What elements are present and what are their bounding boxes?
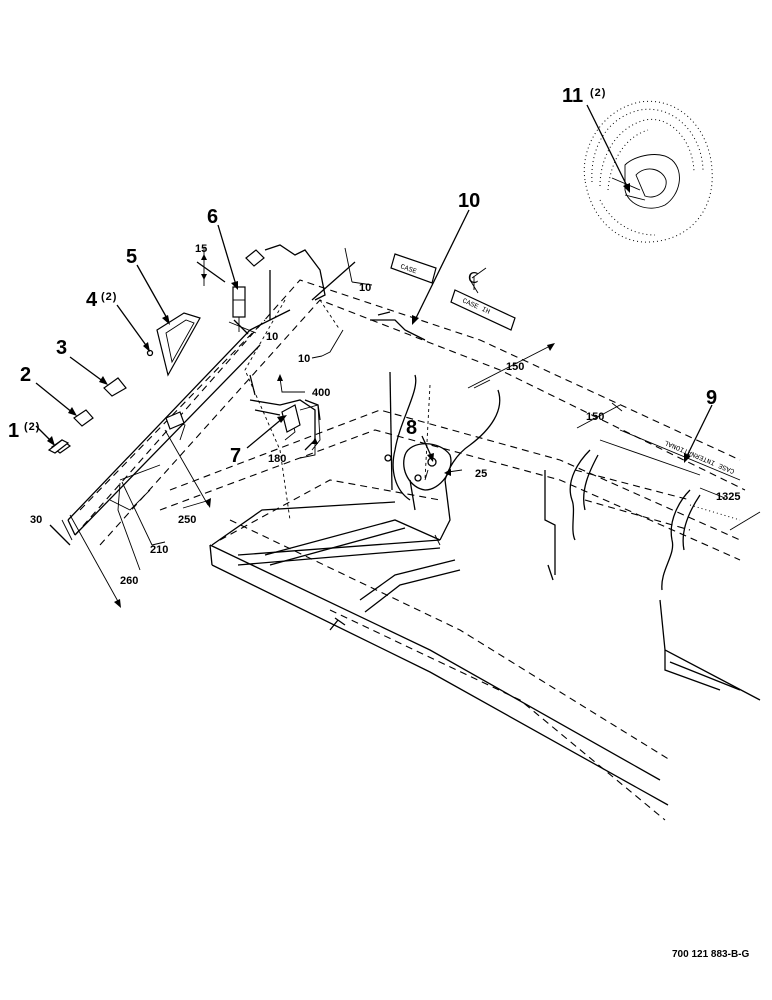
smv-sign (156, 312, 201, 377)
decal-3 (103, 377, 127, 397)
bracket-7 (281, 404, 301, 433)
callout-6: 6 (207, 206, 218, 228)
callout-8: 8 (406, 417, 417, 439)
dim-210: 210 (150, 544, 168, 556)
dimension-lines (49, 247, 761, 608)
callout-3: 3 (56, 337, 67, 359)
centerline-symbol: C (468, 269, 478, 287)
dim-250: 250 (178, 514, 196, 526)
frame-decal-text: CASE INTERNATIONAL (663, 438, 736, 475)
dim-260: 260 (120, 575, 138, 587)
dim-10-mid: 10 (298, 353, 310, 365)
callout-4: 4 (86, 289, 98, 311)
callout-4-qty: (2) (101, 291, 117, 303)
callout-10: 10 (458, 190, 480, 212)
callout-7: 7 (230, 445, 241, 467)
callout-2: 2 (20, 364, 31, 386)
tire-wheel (583, 100, 713, 243)
reflector-4 (146, 349, 154, 357)
callout-labels: 1 (2) 2 3 4 (2) 5 6 7 8 9 10 11 (2) (8, 85, 717, 467)
dim-150-lower: 150 (586, 411, 604, 423)
dim-25: 25 (475, 468, 487, 480)
dim-400: 400 (312, 387, 330, 399)
dim-150-upper: 150 (506, 361, 524, 373)
callout-5: 5 (126, 246, 137, 268)
dim-180: 180 (268, 453, 286, 465)
decal-set: CASE CASE IH CASE INTERNATIONAL (47, 249, 736, 481)
auger-trough (370, 311, 741, 591)
dim-15: 15 (195, 243, 207, 255)
callout-11: 11 (562, 85, 583, 107)
frame-structure (74, 279, 761, 821)
dim-1325: 1325 (716, 491, 740, 503)
dim-30: 30 (30, 514, 42, 526)
dim-10-top: 10 (359, 282, 371, 294)
hitch-pin-6 (232, 286, 246, 318)
decal-2 (73, 409, 94, 427)
callout-1: 1 (8, 420, 19, 442)
decal-strip-10 (390, 253, 437, 284)
callout-11-qty: (2) (590, 87, 606, 99)
dimension-labels: 15 10 10 10 400 180 25 150 150 1325 250 … (30, 243, 740, 587)
dim-10-pin: 10 (266, 331, 278, 343)
callout-9: 9 (706, 387, 717, 409)
leader-lines (35, 104, 713, 463)
drawing-reference-number: 700 121 883-B-G (672, 949, 749, 960)
callout-1-qty: (2) (24, 421, 40, 433)
